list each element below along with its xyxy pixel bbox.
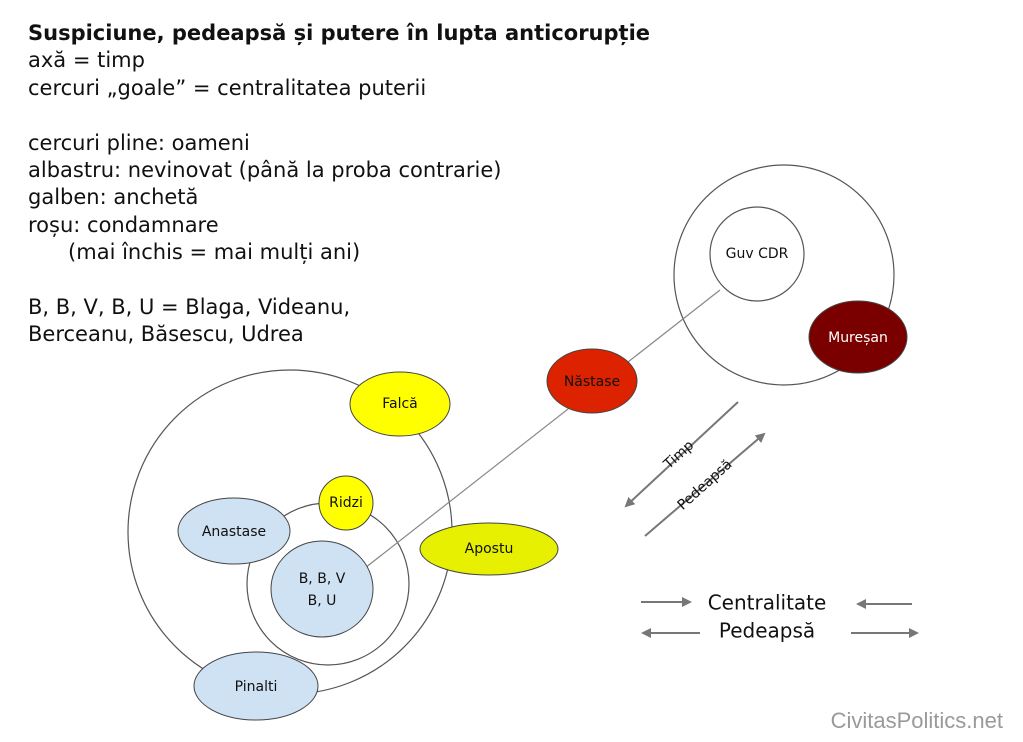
- legend-line: galben: anchetă: [28, 185, 199, 210]
- power-circle-cdr-inner: [709, 206, 805, 302]
- legend-line: Berceanu, Băsescu, Udrea: [28, 322, 304, 347]
- legend-title: Suspiciune, pedeapsă și putere în lupta …: [28, 21, 651, 45]
- watermark: CivitasPolitics.net: [830, 708, 1003, 733]
- label-muresan: Mureșan: [828, 330, 888, 346]
- node-ridzi[interactable]: [318, 475, 374, 531]
- node-apostu[interactable]: [419, 522, 559, 576]
- label-pinalti: Pinalti: [235, 679, 278, 695]
- label-guv-cdr: Guv CDR: [726, 246, 789, 262]
- legend-line: albastru: nevinovat (până la proba contr…: [28, 158, 502, 183]
- node-muresan[interactable]: [808, 300, 908, 374]
- legend-line: roșu: condamnare: [28, 212, 219, 237]
- label-pedeapsa: Pedeapsă: [719, 619, 815, 643]
- time-axis-line: [364, 289, 721, 569]
- time-arrow: [624, 401, 739, 508]
- label-centralitate: Centralitate: [708, 591, 827, 615]
- label-pedeapsa-diagonal: Pedeapsă: [675, 457, 736, 514]
- legend-line: cercuri „goale” = centralitatea puterii: [28, 75, 427, 100]
- node-nastase[interactable]: [546, 348, 638, 414]
- label-anastase: Anastase: [202, 524, 266, 540]
- label-apostu: Apostu: [465, 541, 514, 557]
- node-pinalti[interactable]: [193, 651, 319, 721]
- legend-line: B, B, V, B, U = Blaga, Videanu,: [28, 295, 351, 320]
- node-bbvbu[interactable]: [270, 540, 374, 638]
- legend-line: axă = timp: [28, 48, 145, 73]
- legend: Suspiciune, pedeapsă și putere în lupta …: [28, 20, 650, 349]
- legend-line: cercuri pline: oameni: [28, 130, 250, 155]
- label-timp: Timp: [660, 437, 697, 473]
- node-anastase[interactable]: [177, 497, 291, 565]
- label-falca: Falcă: [382, 396, 418, 412]
- label-bbvbu-line2: B, U: [308, 593, 337, 609]
- label-nastase: Năstase: [564, 374, 620, 390]
- label-bbvbu-line1: B, B, V: [299, 571, 346, 587]
- node-falca[interactable]: [349, 371, 451, 437]
- label-ridzi: Ridzi: [329, 495, 363, 511]
- legend-line: (mai închis = mai mulți ani): [28, 240, 361, 265]
- punishment-diagonal-arrow: [644, 432, 766, 537]
- power-circle-cdr-outer: [673, 164, 895, 386]
